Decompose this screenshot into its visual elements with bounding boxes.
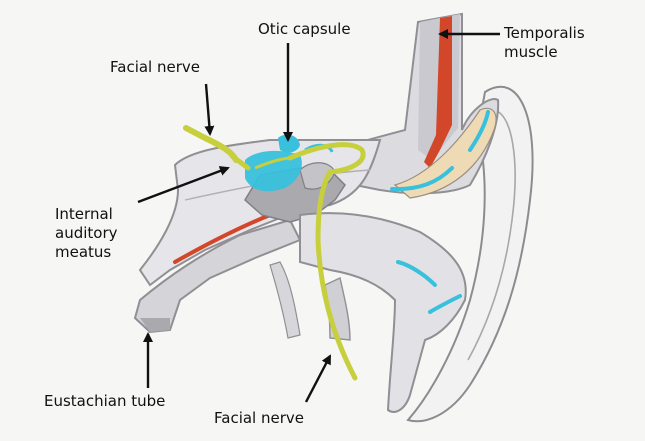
label-temporalis-line2: muscle [504, 43, 585, 62]
label-iam-line2: auditory [55, 224, 118, 243]
arrow-facial-nerve-top [206, 84, 210, 134]
styloid-process [270, 262, 300, 338]
label-temporalis-muscle: Temporalis muscle [504, 24, 585, 62]
label-iam-line1: Internal [55, 205, 118, 224]
label-iam-line3: meatus [55, 243, 118, 262]
label-internal-auditory-meatus: Internal auditory meatus [55, 205, 118, 262]
label-otic-capsule: Otic capsule [258, 20, 351, 39]
label-temporalis-line1: Temporalis [504, 24, 585, 43]
label-facial-nerve-bottom: Facial nerve [214, 409, 304, 428]
arrow-facial-nerve-bottom [306, 356, 330, 402]
label-facial-nerve-top: Facial nerve [110, 58, 200, 77]
label-eustachian-tube: Eustachian tube [44, 392, 165, 411]
